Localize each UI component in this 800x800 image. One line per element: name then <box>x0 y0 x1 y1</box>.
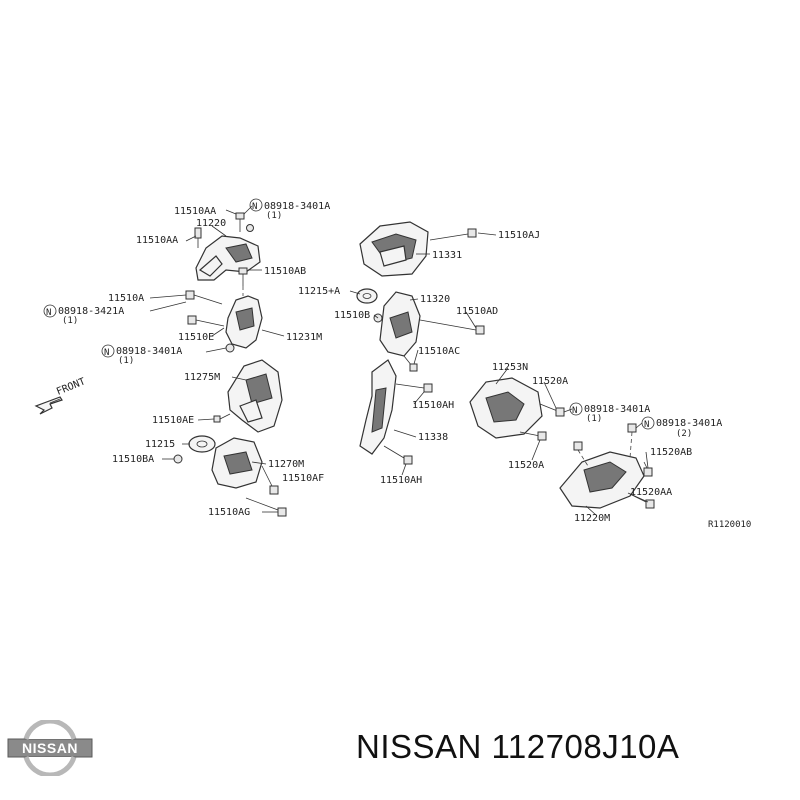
callout-08918-3401A-mid: 08918-3401A <box>116 346 182 357</box>
mount-11220M <box>559 423 655 509</box>
leader-lines <box>149 205 649 516</box>
callout-11510E: 11510E <box>178 332 214 343</box>
callout-11253N: 11253N <box>492 362 528 373</box>
callout-11510AG: 11510AG <box>208 507 250 518</box>
callout-11510AB: 11510AB <box>264 266 306 277</box>
callout-11331: 11331 <box>432 250 462 261</box>
callout-11338: 11338 <box>418 432 448 443</box>
svg-text:N: N <box>644 420 649 430</box>
callout-11510AD: 11510AD <box>456 306 498 317</box>
front-arrow-icon <box>34 396 63 415</box>
insulator-11331 <box>359 221 477 277</box>
callout-11231M: 11231M <box>286 332 322 343</box>
callout-qty-r2: (2) <box>676 429 692 439</box>
callout-qty-r1: (1) <box>586 414 602 424</box>
callout-qty-mid: (1) <box>118 356 134 366</box>
callout-08918-3401A-r2: 08918-3401A <box>656 418 722 429</box>
callout-11510AC: 11510AC <box>418 346 460 357</box>
callout-11215-A: 11215+A <box>298 286 340 297</box>
callout-08918-3401A-r1: 08918-3401A <box>584 404 650 415</box>
callout-11510B: 11510B <box>334 310 370 321</box>
callout-11220M: 11220M <box>574 513 610 524</box>
callout-11510A: 11510A <box>108 293 144 304</box>
bracket-11253N <box>469 377 565 441</box>
callout-08918-3401A-top: 08918-3401A <box>264 201 330 212</box>
mount-11270M <box>173 435 287 517</box>
part-title: NISSAN 112708J10A <box>356 728 680 765</box>
callout-11520AB: 11520AB <box>650 447 692 458</box>
callout-08918-3421A: 08918-3421A <box>58 306 124 317</box>
callout-11520A-low: 11520A <box>508 460 544 471</box>
callout-11215: 11215 <box>145 439 175 450</box>
mount-11320 <box>356 288 485 372</box>
svg-text:N: N <box>46 308 51 318</box>
bracket-11275M <box>213 359 283 433</box>
callout-11520A-top: 11520A <box>532 376 568 387</box>
callout-11320: 11320 <box>420 294 450 305</box>
callout-11510AF: 11510AF <box>282 473 324 484</box>
callout-11275M: 11275M <box>184 372 220 383</box>
n-marker-r2: N <box>641 416 655 430</box>
n-marker-mid: N <box>101 344 115 358</box>
callout-11510BA: 11510BA <box>112 454 154 465</box>
n-marker-r1: N <box>569 402 583 416</box>
callout-11510AA-top: 11510AA <box>174 206 216 217</box>
reference-code: R1120010 <box>708 520 751 530</box>
nissan-logo-icon: NISSAN <box>7 720 93 776</box>
front-label: FRONT <box>55 376 87 397</box>
callout-11510AE: 11510AE <box>152 415 194 426</box>
brand-row: NISSAN NISSAN 112708J10A <box>0 712 800 782</box>
callout-qty-3421: (1) <box>62 316 78 326</box>
n-marker-3421: N <box>43 304 57 318</box>
logo-text: NISSAN <box>22 740 78 756</box>
svg-text:N: N <box>104 348 109 358</box>
callout-11270M: 11270M <box>268 459 304 470</box>
svg-text:N: N <box>252 202 257 212</box>
callout-11510AH-mid: 11510AH <box>412 400 454 411</box>
callout-11510AA-left: 11510AA <box>136 235 178 246</box>
callout-qty-top: (1) <box>266 211 282 221</box>
callout-11520AA: 11520AA <box>630 487 672 498</box>
callout-11220: 11220 <box>196 218 226 229</box>
svg-text:N: N <box>572 406 577 416</box>
bracket-11338 <box>359 359 433 465</box>
callout-11510AJ: 11510AJ <box>498 230 540 241</box>
callout-11510AH-low: 11510AH <box>380 475 422 486</box>
bracket-11231M <box>185 286 263 353</box>
mount-11220-group <box>194 212 261 286</box>
n-marker-top: N <box>249 198 263 212</box>
